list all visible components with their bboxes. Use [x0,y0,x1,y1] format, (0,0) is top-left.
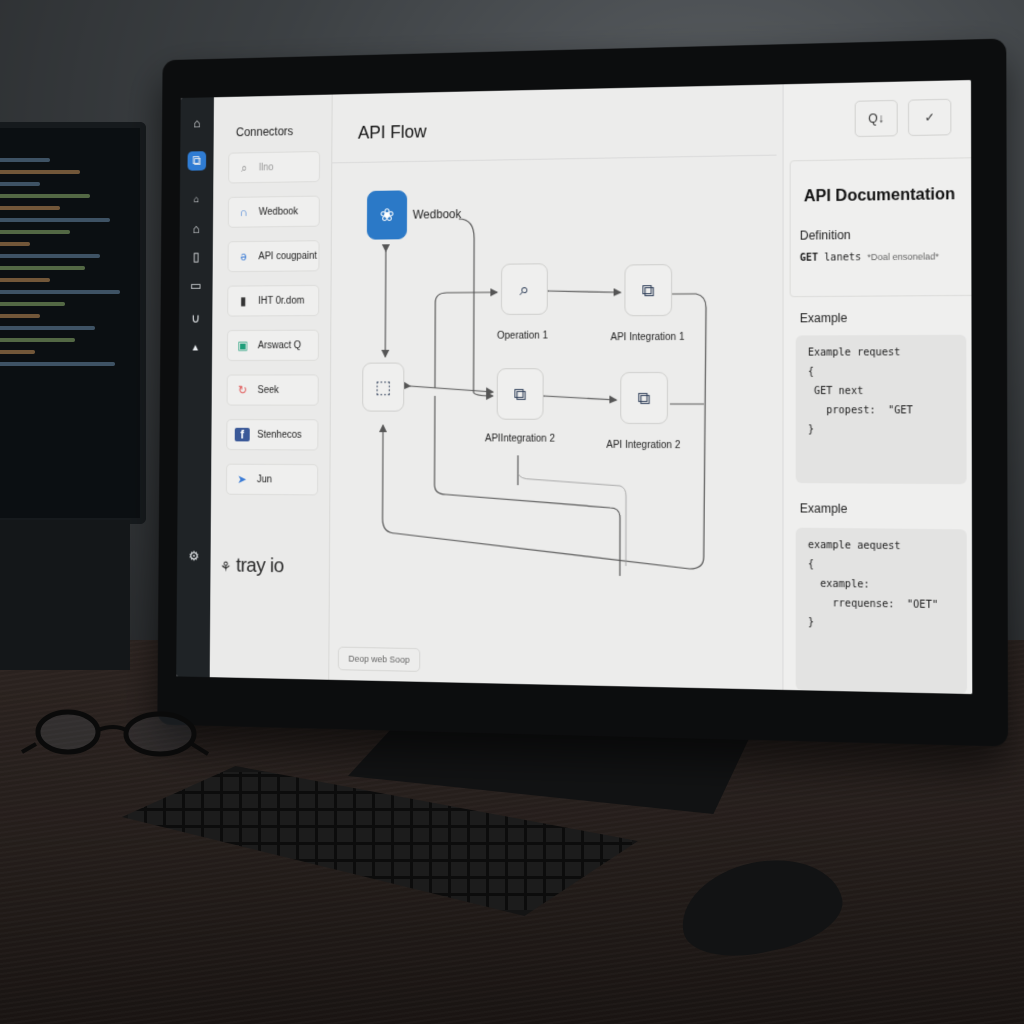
flow-node-webhook[interactable]: ❀ [366,190,408,240]
definition-label: Definition [799,227,851,243]
connector-label: IHT 0r.dom [258,295,305,307]
flow-node-api-integration-2[interactable]: ⧉ [620,371,668,425]
flow-node-apiintegration-2[interactable]: ⧉ [496,368,544,420]
connectors-icon[interactable]: ⧉ [187,151,207,171]
webhook-icon: ❀ [379,204,395,225]
example-heading: Example [799,310,848,326]
search-toolbar-button[interactable]: Q↓ [854,99,898,138]
eyeglasses [21,709,210,757]
connector-item[interactable]: ▣ Arswact Q [226,329,319,362]
stack-icon[interactable]: ▲ [190,342,201,353]
connector-label: Stenhecos [257,429,302,441]
tray-logo-icon: ⚘ [219,558,232,575]
connector-search-input[interactable]: ⌕ llno [228,150,321,184]
main-monitor: ⌂ ⧉ ⌂ ⌂ ▯ ▭ ∪ ▲ ⚙ Connectors ⌕ llno ∩ We… [157,38,1008,746]
flow-canvas-panel: API Flow [328,84,776,689]
connector-item[interactable]: ∩ Wedbook [227,195,320,228]
example-request-code: Example request { GET next propest: "GET… [795,334,967,485]
connector-item[interactable]: f Stenhecos [226,419,319,451]
confirm-toolbar-button[interactable]: ✓ [907,98,952,137]
node-label: API Integration 1 [610,331,685,344]
flow-node-router[interactable]: ⬚ [362,362,405,412]
webhook-icon: ∩ [239,205,248,219]
search-placeholder: llno [258,161,274,173]
page-title: API Flow [357,121,427,143]
icon-rail: ⌂ ⧉ ⌂ ⌂ ▯ ▭ ∪ ▲ ⚙ [176,97,214,678]
search-icon: ⌕ [240,160,248,175]
documentation-panel: Q↓ ✓ API Documentation Definition GET la… [782,80,973,695]
flow-canvas[interactable]: ❀ Wedbook ⬚ ⌕ Operation 1 ⧉ API Integrat… [328,155,776,690]
app-window: ⌂ ⧉ ⌂ ⌂ ▯ ▭ ∪ ▲ ⚙ Connectors ⌕ llno ∩ We… [176,80,972,694]
link-icon: ⬚ [375,376,392,397]
definition-line: GET lanets *Doal ensonelad* [800,251,939,264]
search-icon: Q↓ [868,111,885,126]
definition-note: *Doal ensonelad* [867,251,939,263]
connector-item[interactable]: ➤ Jun [225,463,319,496]
connectors-panel: Connectors ⌕ llno ∩ Wedbook ə API cougpa… [209,94,333,680]
connector-item[interactable]: ə API cougpaint [227,240,320,273]
node-label: Wedbook [412,207,462,222]
api-icon: ə [240,249,247,264]
home-icon[interactable]: ⌂ [192,220,200,236]
home-small-icon[interactable]: ⌂ [193,194,200,205]
integration-icon: ⧉ [641,279,655,300]
connector-label: Jun [256,474,273,485]
footer-button[interactable]: Deop web Soop [337,646,421,672]
connectors-title: Connectors [235,124,294,140]
secondary-monitor [0,122,146,524]
brand-logo: ⚘ tray io [219,555,284,578]
check-icon: ✓ [924,110,935,125]
http-method: GET [799,252,819,264]
app-logo-icon[interactable]: ⌂ [193,115,201,130]
panel-icon[interactable]: ▭ [190,278,202,293]
endpoint-path: lanets [824,252,862,264]
connector-label: Wedbook [258,206,299,218]
document-icon[interactable]: ▯ [192,249,200,264]
flow-node-operation-1[interactable]: ⌕ [500,263,548,315]
node-label: Operation 1 [496,330,548,342]
flow-node-api-integration-1[interactable]: ⧉ [624,264,673,317]
connector-label: Seek [257,384,279,396]
docs-title: API Documentation [803,186,956,206]
search-nodes-icon: ⌕ [519,278,530,299]
example-heading: Example [799,501,848,516]
device-icon: ▮ [240,294,247,308]
integration-icon: ⧉ [513,383,527,404]
bird-icon: ➤ [237,472,247,487]
circle-arrows-icon: ↻ [237,383,248,397]
integration-icon: ⧉ [637,387,651,408]
secondary-monitor-stand [0,520,130,670]
settings-icon[interactable]: ⚙ [188,548,200,564]
facebook-icon: f [234,427,250,442]
attachment-icon[interactable]: ∪ [191,310,201,326]
connector-item[interactable]: ▮ IHT 0r.dom [227,284,320,317]
box-icon: ▣ [237,338,249,353]
connector-item[interactable]: ↻ Seek [226,374,319,406]
node-label: APIIntegration 2 [484,433,555,445]
example-response-code: example aequest { example: rrequense: "O… [795,527,968,694]
node-label: API Integration 2 [606,439,681,452]
connector-label: Arswact Q [257,339,302,351]
connector-label: API cougpaint [258,250,317,262]
definition-card [789,157,973,298]
